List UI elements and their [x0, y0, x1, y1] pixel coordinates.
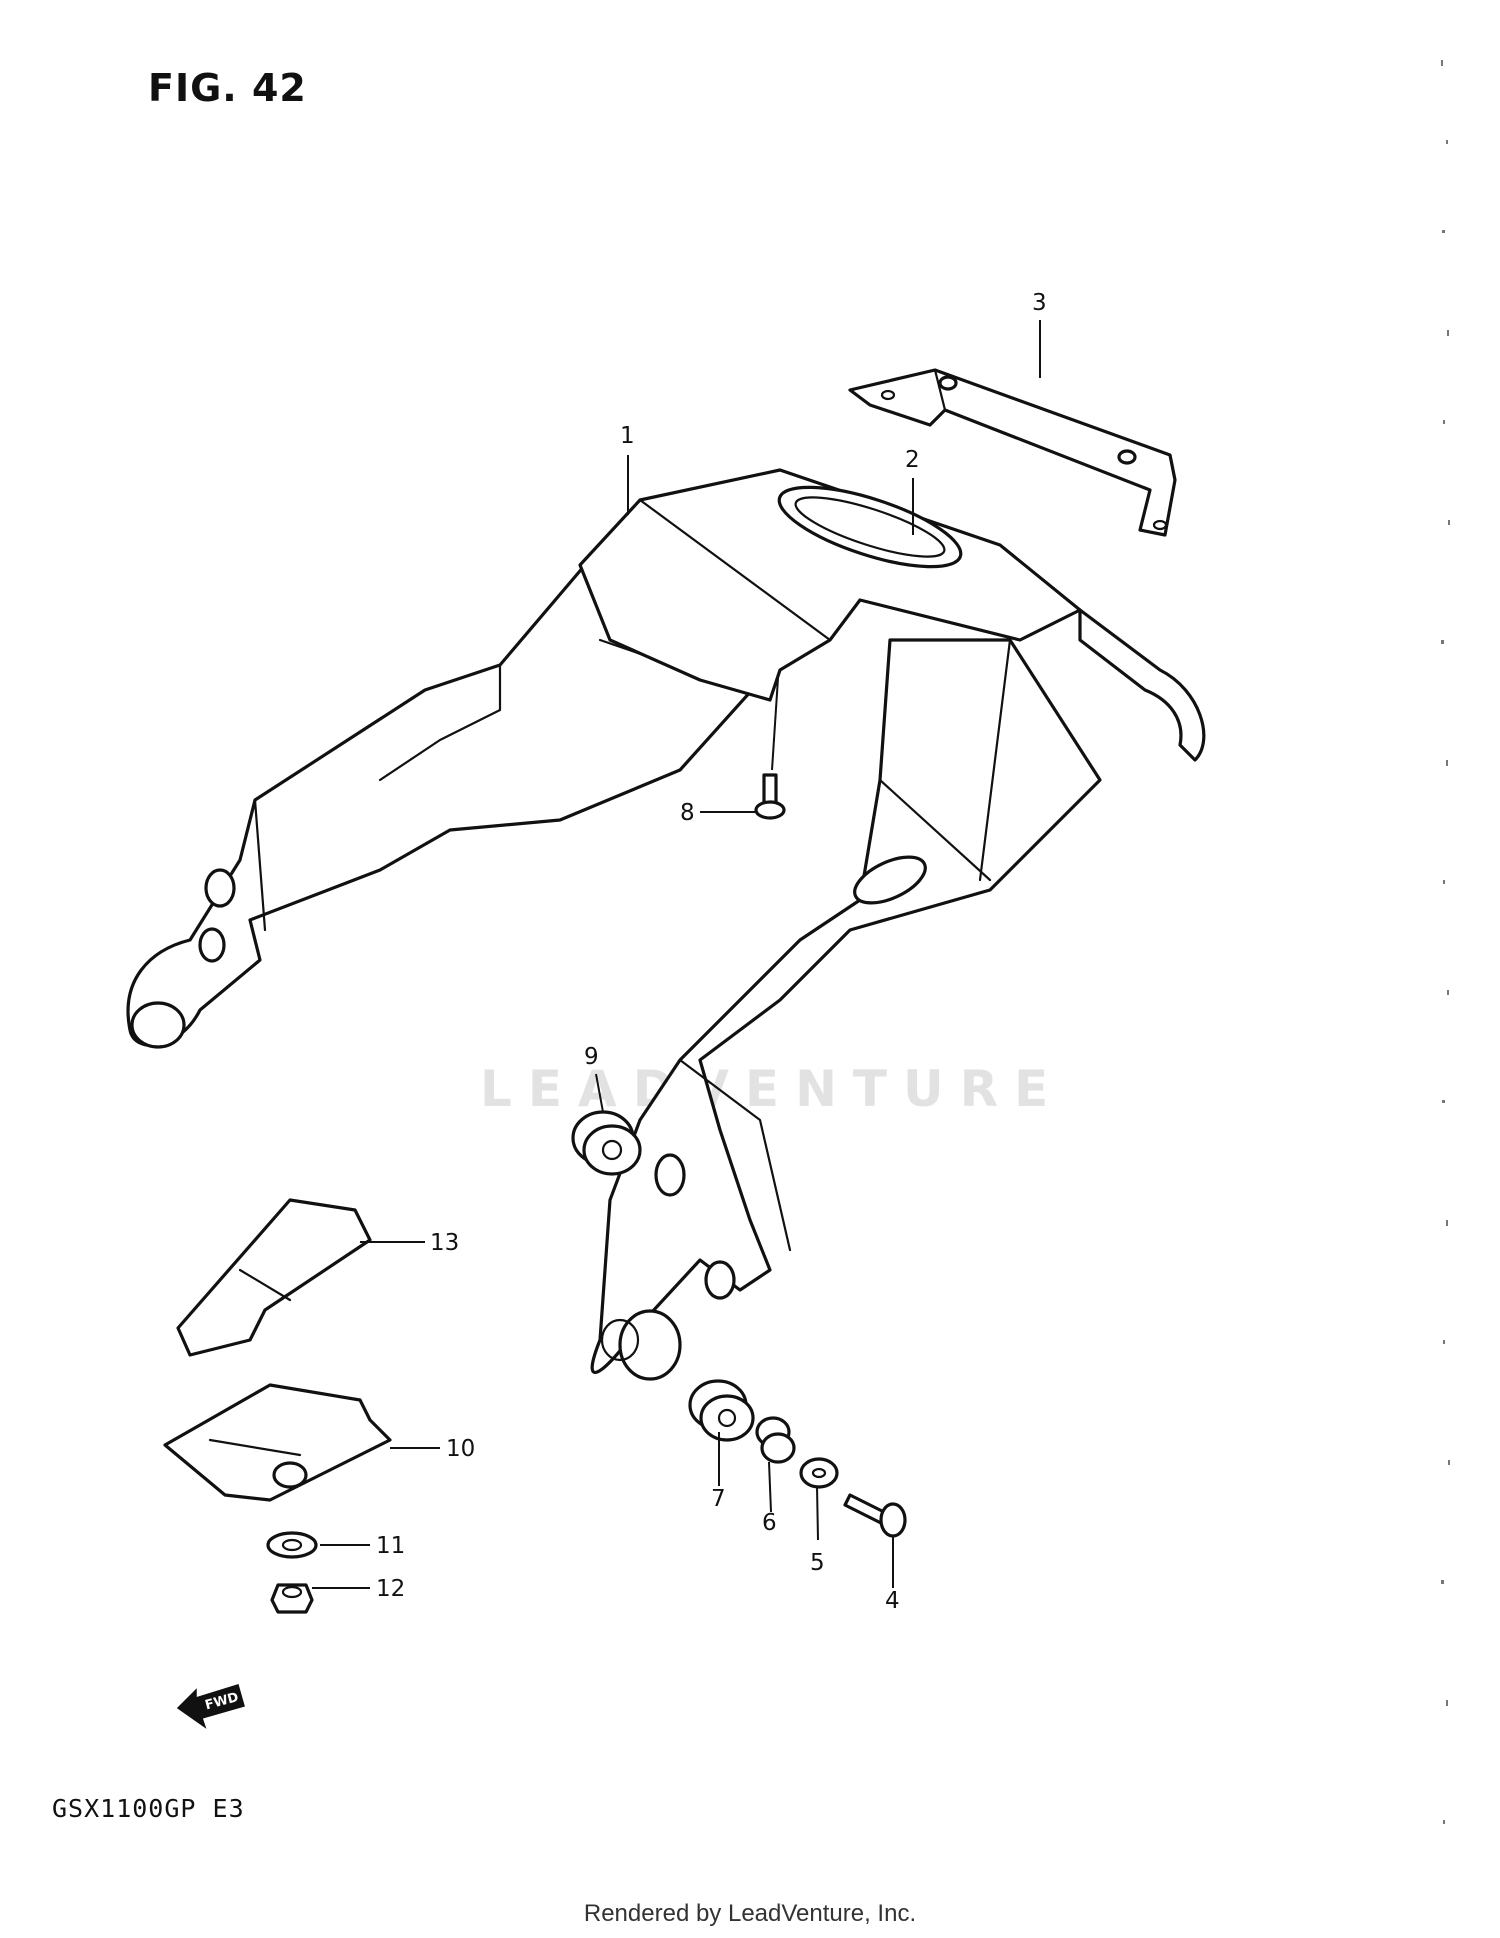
part-13-strap	[176, 1198, 372, 1357]
right-arm-pivot-hole	[618, 1309, 682, 1381]
emblem-badge	[777, 485, 963, 569]
part-11-washer	[266, 1531, 318, 1559]
fwd-arrow-icon: FWD	[176, 1684, 245, 1729]
footer-credit: Rendered by LeadVenture, Inc.	[583, 1900, 917, 1927]
part-8-screw	[754, 773, 786, 820]
part-7-grommet	[688, 1379, 755, 1442]
tail-right-lip	[1078, 608, 1206, 762]
callout-9: 9	[584, 1044, 599, 1070]
part-1-frame-cover	[126, 468, 1206, 1381]
figure-title: FIG. 42	[148, 66, 307, 110]
right-arm-hole-upper	[654, 1153, 686, 1197]
watermark-text: LEADVENTURE	[480, 1060, 1065, 1118]
callout-11: 11	[376, 1533, 405, 1559]
callout-6: 6	[762, 1510, 777, 1536]
left-arm-pivot-hole	[130, 1001, 186, 1049]
scan-edge-speckles	[1441, 60, 1450, 1824]
callout-4: 4	[885, 1588, 900, 1614]
right-arm-hole-lower	[704, 1260, 736, 1300]
model-code: GSX1100GP E3	[52, 1794, 245, 1823]
right-arm-slot	[853, 855, 927, 905]
callout-1: 1	[620, 423, 635, 449]
callout-labels: 1 2 3 4 5 6 7 8 9 10 11 12 13	[376, 290, 1047, 1614]
part-3-bracket	[848, 368, 1177, 537]
part-10-plate	[163, 1383, 392, 1502]
part-12-nut	[270, 1583, 314, 1614]
callout-3: 3	[1032, 290, 1047, 316]
left-arm-hole-upper	[204, 868, 236, 908]
callout-13: 13	[430, 1230, 459, 1256]
callout-5: 5	[810, 1550, 825, 1576]
callout-10: 10	[446, 1436, 475, 1462]
callout-12: 12	[376, 1576, 405, 1602]
part-4-bolt	[843, 1493, 907, 1538]
part-5-washer	[799, 1457, 839, 1489]
part-9-grommet	[571, 1110, 642, 1176]
callout-2: 2	[905, 447, 920, 473]
leader-lines	[312, 320, 1041, 1589]
left-arm-hole-lower	[198, 927, 226, 963]
callout-8: 8	[680, 800, 695, 826]
part-6-collar	[755, 1416, 796, 1464]
callout-7: 7	[711, 1486, 726, 1512]
